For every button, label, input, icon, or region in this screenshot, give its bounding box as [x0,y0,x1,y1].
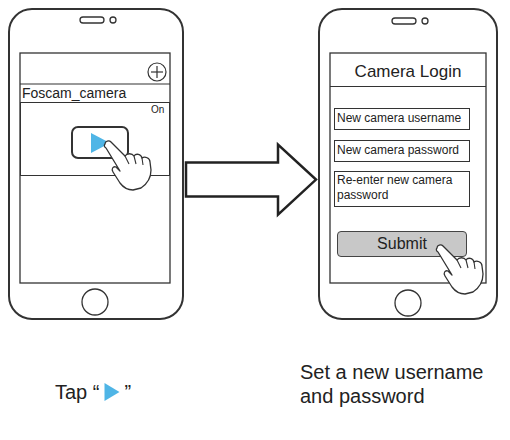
camera-name: Foscam_camera [22,85,126,102]
caption-text: ” [124,380,131,404]
home-button [395,290,421,316]
add-button-plus [156,66,157,78]
hand-knuckles [125,156,143,165]
add-button [148,63,166,81]
phone-speaker [80,17,104,23]
phone-speaker [392,18,416,24]
hand-knuckles [457,260,475,269]
screen-header-line [20,83,170,84]
caption-text: Set a new username and password [300,360,505,408]
field-label: Re-enter new camera password [337,173,467,203]
flow-arrow [186,145,316,215]
phone-camera-dot [422,18,428,24]
field-label: New camera username [337,111,461,125]
phone-outline: Tap “”Foscam_cameraOn [8,8,184,320]
input-field: New camera username [334,108,470,130]
phone-screen [20,53,170,283]
home-button [82,289,108,315]
phone-screen [330,53,486,283]
screen-header: Camera Login [330,53,486,87]
tapping-hand [104,141,151,190]
input-field: Re-enter new camera password [334,171,470,207]
field-label: New camera password [337,143,459,157]
status-label: On [151,104,164,116]
play-icon [104,383,119,401]
hand-outline [436,245,483,294]
hand-outline [104,141,151,190]
caption-text: Tap “ [55,380,99,404]
phone-camera-dot [110,17,116,23]
tapping-hand [436,245,483,294]
screen-title: Camera Login [330,62,486,82]
input-field: New camera password [334,140,470,162]
